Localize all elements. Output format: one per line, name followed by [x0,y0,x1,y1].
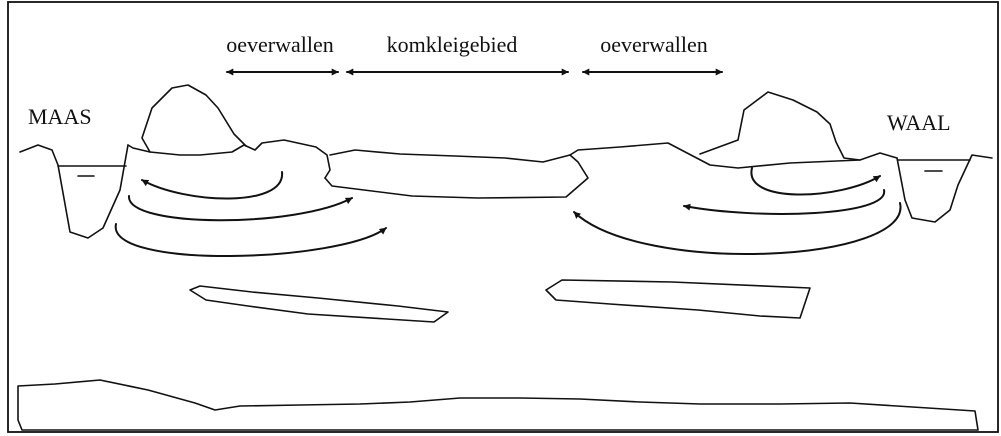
waal-channel [897,155,992,222]
flow-arrow-left-inner [142,172,282,199]
sand-lens-right [546,280,810,318]
right-levee-top [570,143,897,168]
flow-arrow-right-outer [574,203,901,254]
label-maas: MAAS [28,104,92,129]
label-komkleigebied: komkleigebied [387,32,518,57]
left-dike-mound [142,85,246,152]
right-dike-mound [700,92,860,160]
diagram-frame [8,2,998,432]
basin-clay-lens [325,150,588,198]
label-oeverwallen-right: oeverwallen [600,32,708,57]
maas-channel [20,145,128,238]
sand-lens-left [190,286,448,322]
flow-arrow-left-outer [116,224,386,256]
left-levee-top [128,140,330,178]
label-waal: WAAL [887,110,951,135]
label-oeverwallen-left: oeverwallen [226,32,334,57]
flow-arrow-left-middle [129,196,352,220]
bottom-substrate-layer [18,380,978,430]
flow-arrow-right-inner [751,168,880,195]
